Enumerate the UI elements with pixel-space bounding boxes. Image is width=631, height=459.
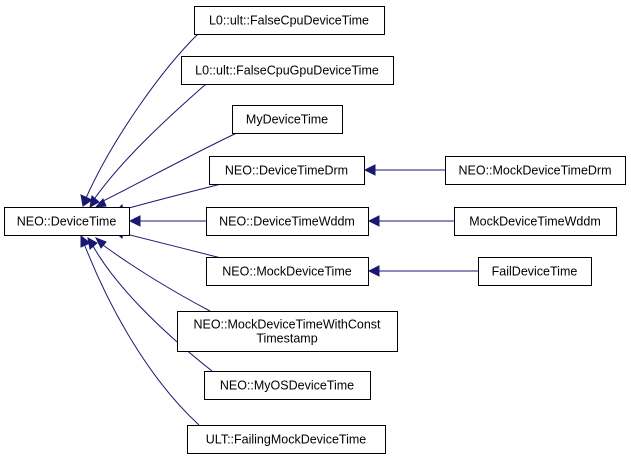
class-node-label: NEO::DeviceTimeWddm [219, 215, 355, 229]
class-node-label: MockDeviceTimeWddm [469, 215, 601, 229]
class-node-false-cpu-gpu[interactable]: L0::ult::FalseCpuGpuDeviceTime [181, 56, 394, 85]
class-node-label: Timestamp [256, 332, 317, 346]
edge-mock_const_ts-to-device_time [94, 237, 211, 312]
class-node-label: NEO::MockDeviceTimeWithConst [193, 318, 381, 332]
class-node-label: NEO::MockDeviceTime [222, 265, 351, 279]
class-node-fail-device-time[interactable]: FailDeviceTime [478, 257, 592, 286]
class-node-my-os-device-time[interactable]: NEO::MyOSDeviceTime [204, 371, 371, 400]
inheritance-arrowhead-icon [89, 195, 100, 208]
class-node-label: NEO::DeviceTime [17, 215, 117, 229]
inheritance-arrowhead-icon [94, 237, 107, 249]
class-node-box [204, 371, 371, 400]
class-node-label: FailDeviceTime [492, 265, 578, 279]
class-node-box [454, 207, 617, 236]
class-node-box [181, 56, 394, 85]
inheritance-arrowhead-icon [367, 265, 380, 277]
class-node-box [478, 257, 592, 286]
edge-line [121, 183, 222, 211]
class-node-my-device-time[interactable]: MyDeviceTime [232, 105, 343, 134]
inheritance-arrowhead-icon [363, 164, 376, 176]
class-node-label: MyDeviceTime [246, 113, 328, 127]
inheritance-arrowhead-icon [367, 215, 380, 227]
edge-line [92, 245, 213, 372]
edge-false_cpu_gpu-to-device_time [89, 83, 207, 208]
class-node-device-time-drm[interactable]: NEO::DeviceTimeDrm [209, 156, 365, 185]
edge-device_time_wddm-to-device_time [128, 215, 206, 227]
class-node-device-time-wddm[interactable]: NEO::DeviceTimeWddm [206, 207, 369, 236]
class-node-label: NEO::MockDeviceTimeDrm [458, 164, 611, 178]
class-node-false-cpu[interactable]: L0::ult::FalseCpuDeviceTime [194, 6, 385, 35]
class-node-box [194, 6, 385, 35]
inheritance-arrowhead-icon [94, 198, 107, 208]
edge-line [85, 32, 200, 199]
edge-failing_mock-to-device_time [80, 234, 200, 426]
edge-mock_device_time_drm-to-device_time_drm [363, 164, 445, 176]
edge-my_device_time-to-device_time [94, 130, 242, 208]
class-node-label: NEO::DeviceTimeDrm [225, 164, 348, 178]
edge-mock_device_time-to-device_time [112, 227, 222, 259]
class-node-box [445, 156, 626, 185]
class-node-box [232, 105, 343, 134]
class-node-label: NEO::MyOSDeviceTime [220, 379, 354, 393]
class-node-label: ULT::FailingMockDeviceTime [206, 433, 367, 447]
edge-mock_device_time_wddm-to-device_time_wddm [367, 215, 454, 227]
class-node-mock-device-time-drm[interactable]: NEO::MockDeviceTimeDrm [445, 156, 626, 185]
inheritance-arrowhead-icon [128, 215, 141, 227]
class-node-box [177, 311, 398, 352]
class-node-mock-device-time[interactable]: NEO::MockDeviceTime [206, 257, 369, 286]
nodes-layer: NEO::DeviceTime L0::ult::FalseCpuDeviceTi… [4, 6, 626, 454]
class-node-box [4, 207, 130, 236]
edge-false_cpu-to-device_time [80, 32, 200, 207]
class-node-label: L0::ult::FalseCpuGpuDeviceTime [195, 64, 379, 78]
edge-line [102, 130, 242, 202]
edge-device_time_drm-to-device_time [112, 183, 222, 216]
class-node-mock-device-time-wddm[interactable]: MockDeviceTimeWddm [454, 207, 617, 236]
class-node-box [209, 156, 365, 185]
class-node-box [206, 257, 369, 286]
class-node-failing-mock[interactable]: ULT::FailingMockDeviceTime [187, 425, 386, 454]
class-node-label: L0::ult::FalseCpuDeviceTime [209, 14, 369, 28]
inheritance-arrowhead-icon [80, 194, 94, 207]
edge-fail_device_time-to-mock_device_time [367, 265, 478, 277]
edge-line [121, 232, 222, 259]
edge-line [84, 245, 200, 426]
class-node-device-time[interactable]: NEO::DeviceTime [4, 207, 130, 236]
class-node-box [206, 207, 369, 236]
class-node-box [187, 425, 386, 454]
edge-line [94, 83, 207, 199]
edge-line [102, 244, 211, 312]
inheritance-arrowhead-icon [80, 234, 91, 248]
